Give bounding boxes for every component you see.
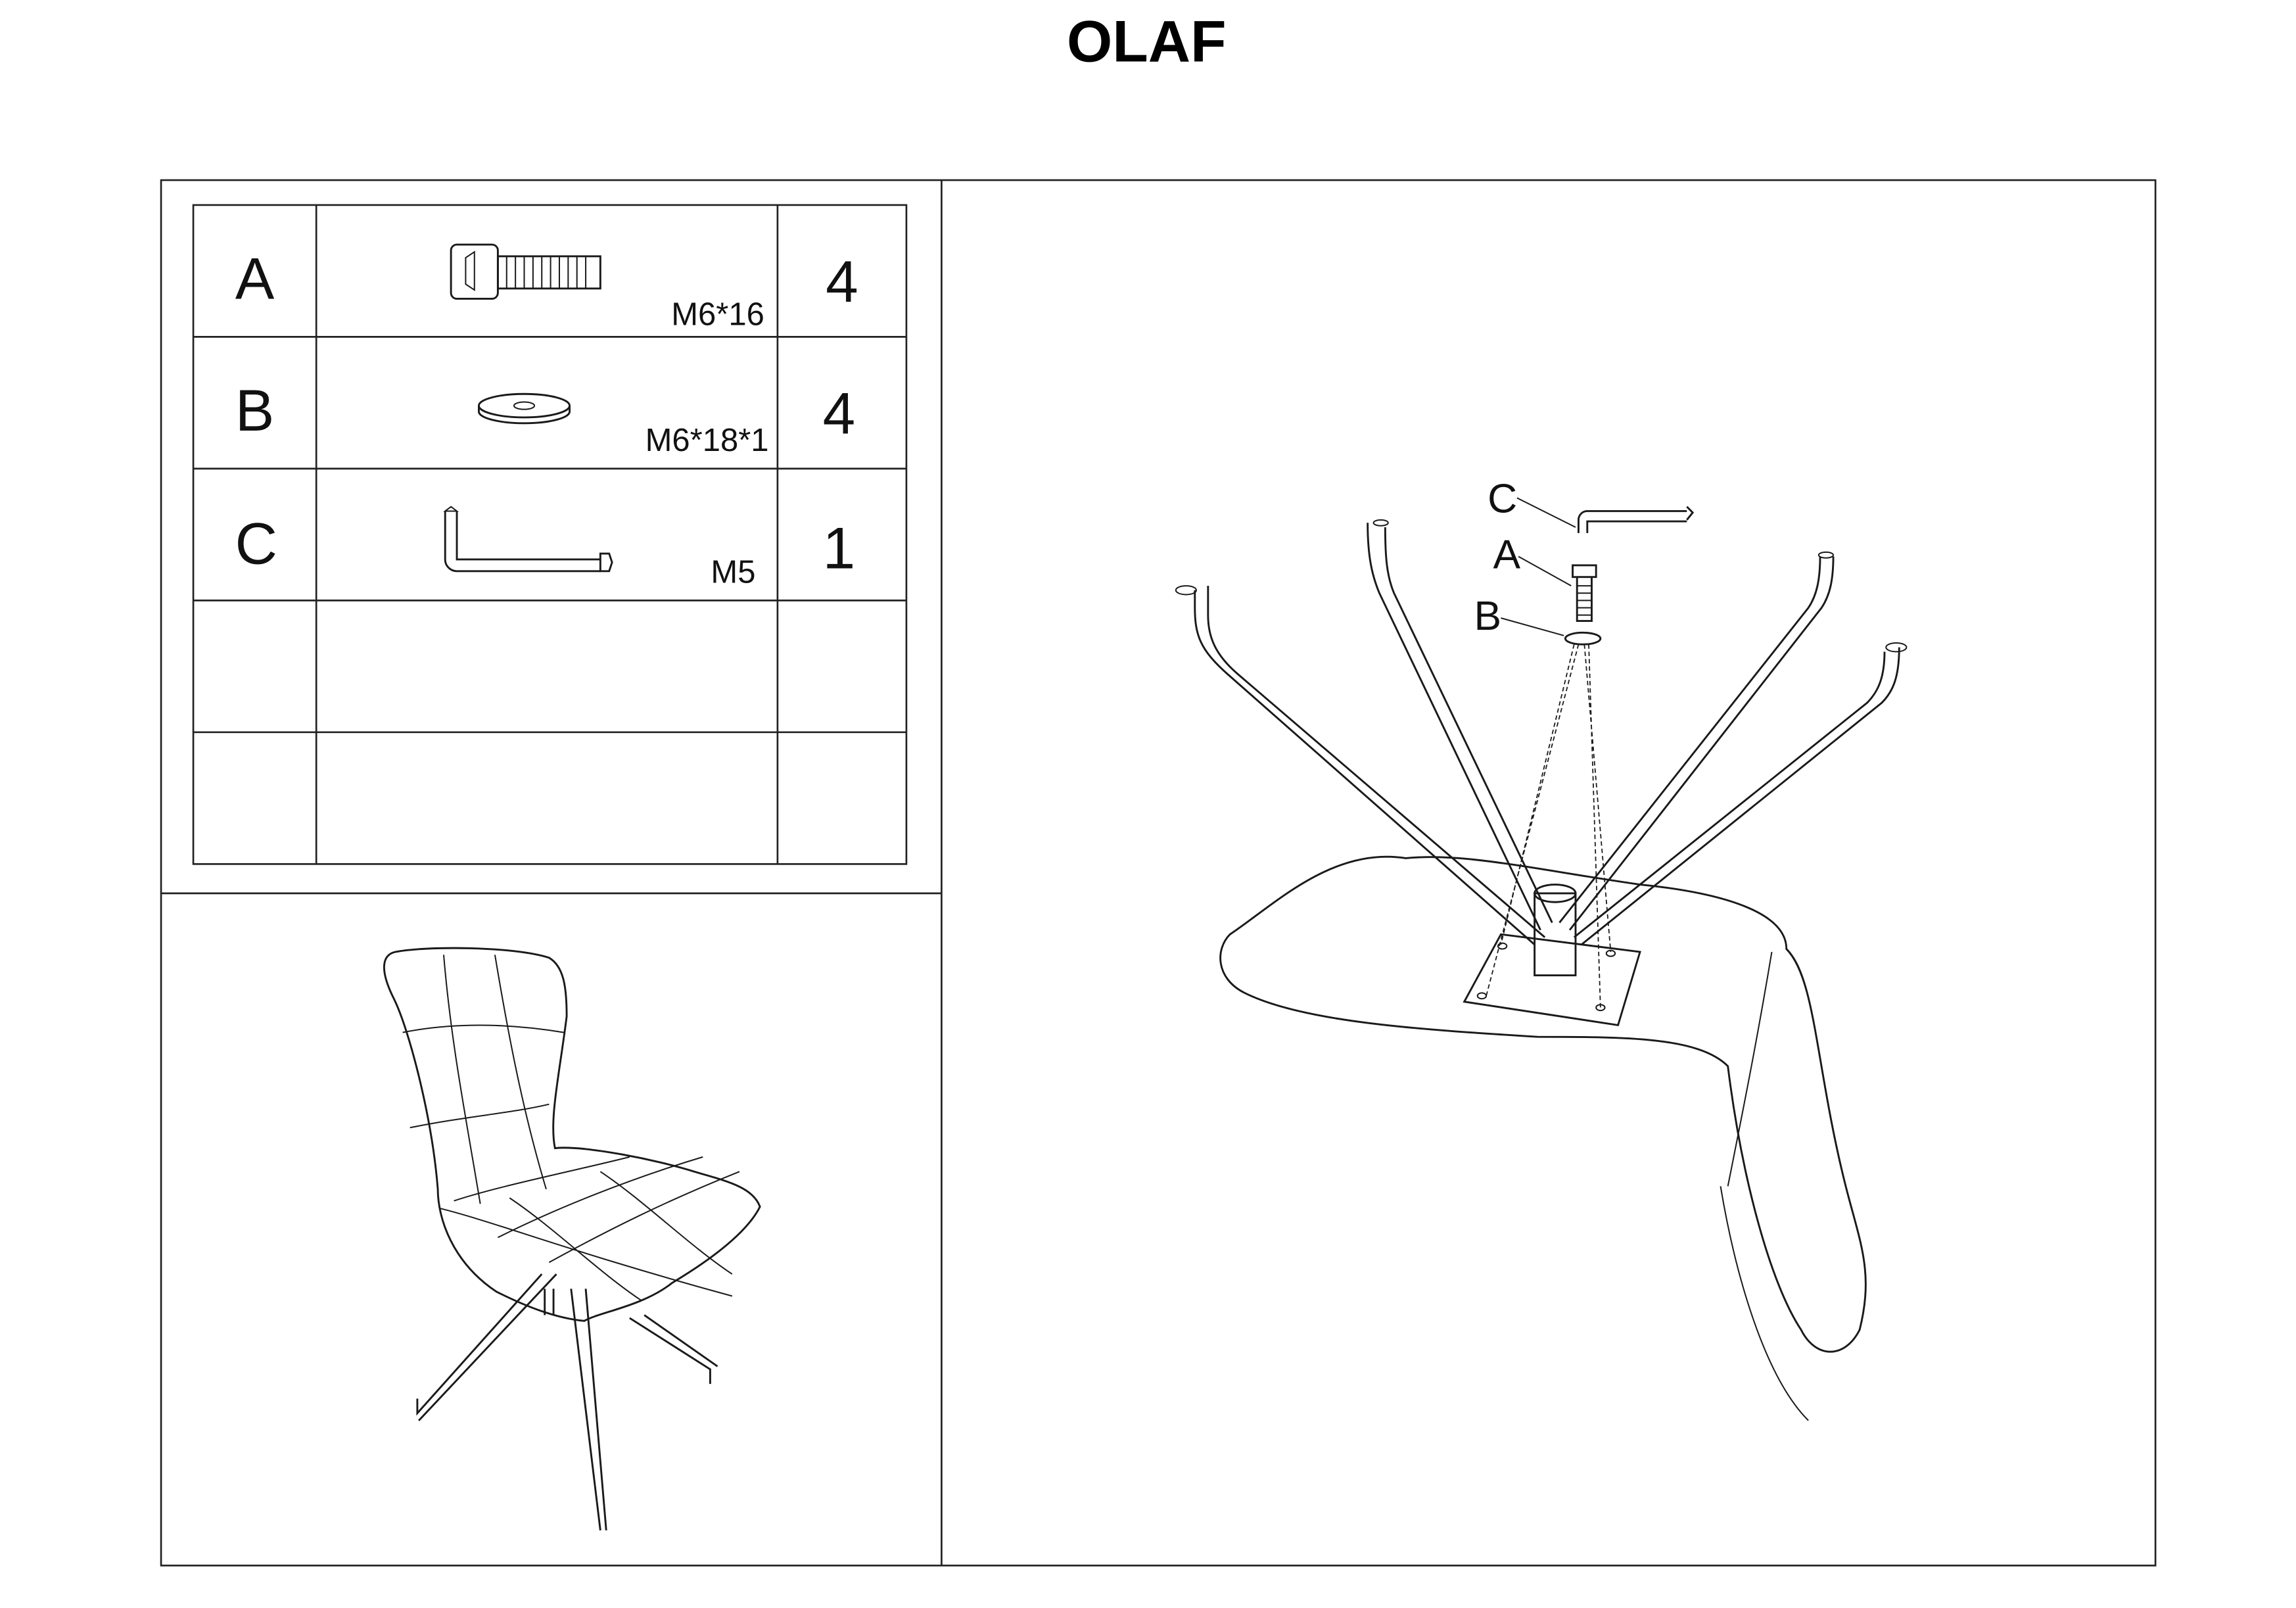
part-letter: B: [235, 377, 274, 443]
allen-key-icon: [443, 506, 613, 573]
callout-label: B: [1474, 594, 1502, 639]
part-spec: M6*18*1: [645, 423, 769, 458]
part-qty: 4: [823, 380, 856, 446]
page-title: OLAF: [1067, 9, 1227, 74]
part-qty: 4: [826, 248, 858, 314]
assembled-chair-illustration: [383, 947, 761, 1531]
part-letter: A: [235, 245, 275, 311]
bolt-icon: [450, 243, 601, 300]
outer-frame: [160, 179, 2157, 1567]
parts-table: A M6*16 4 B M6*18*1 4 C M5 1: [192, 204, 908, 865]
leg-assembly-diagram: C A B: [1175, 477, 1908, 1421]
part-qty: 1: [823, 515, 856, 580]
callout-label: C: [1488, 477, 1517, 522]
part-spec: M6*16: [671, 297, 764, 333]
callout-label: A: [1493, 532, 1520, 577]
part-spec: M5: [711, 555, 755, 590]
washer-icon: [478, 392, 571, 425]
part-letter: C: [235, 511, 277, 577]
